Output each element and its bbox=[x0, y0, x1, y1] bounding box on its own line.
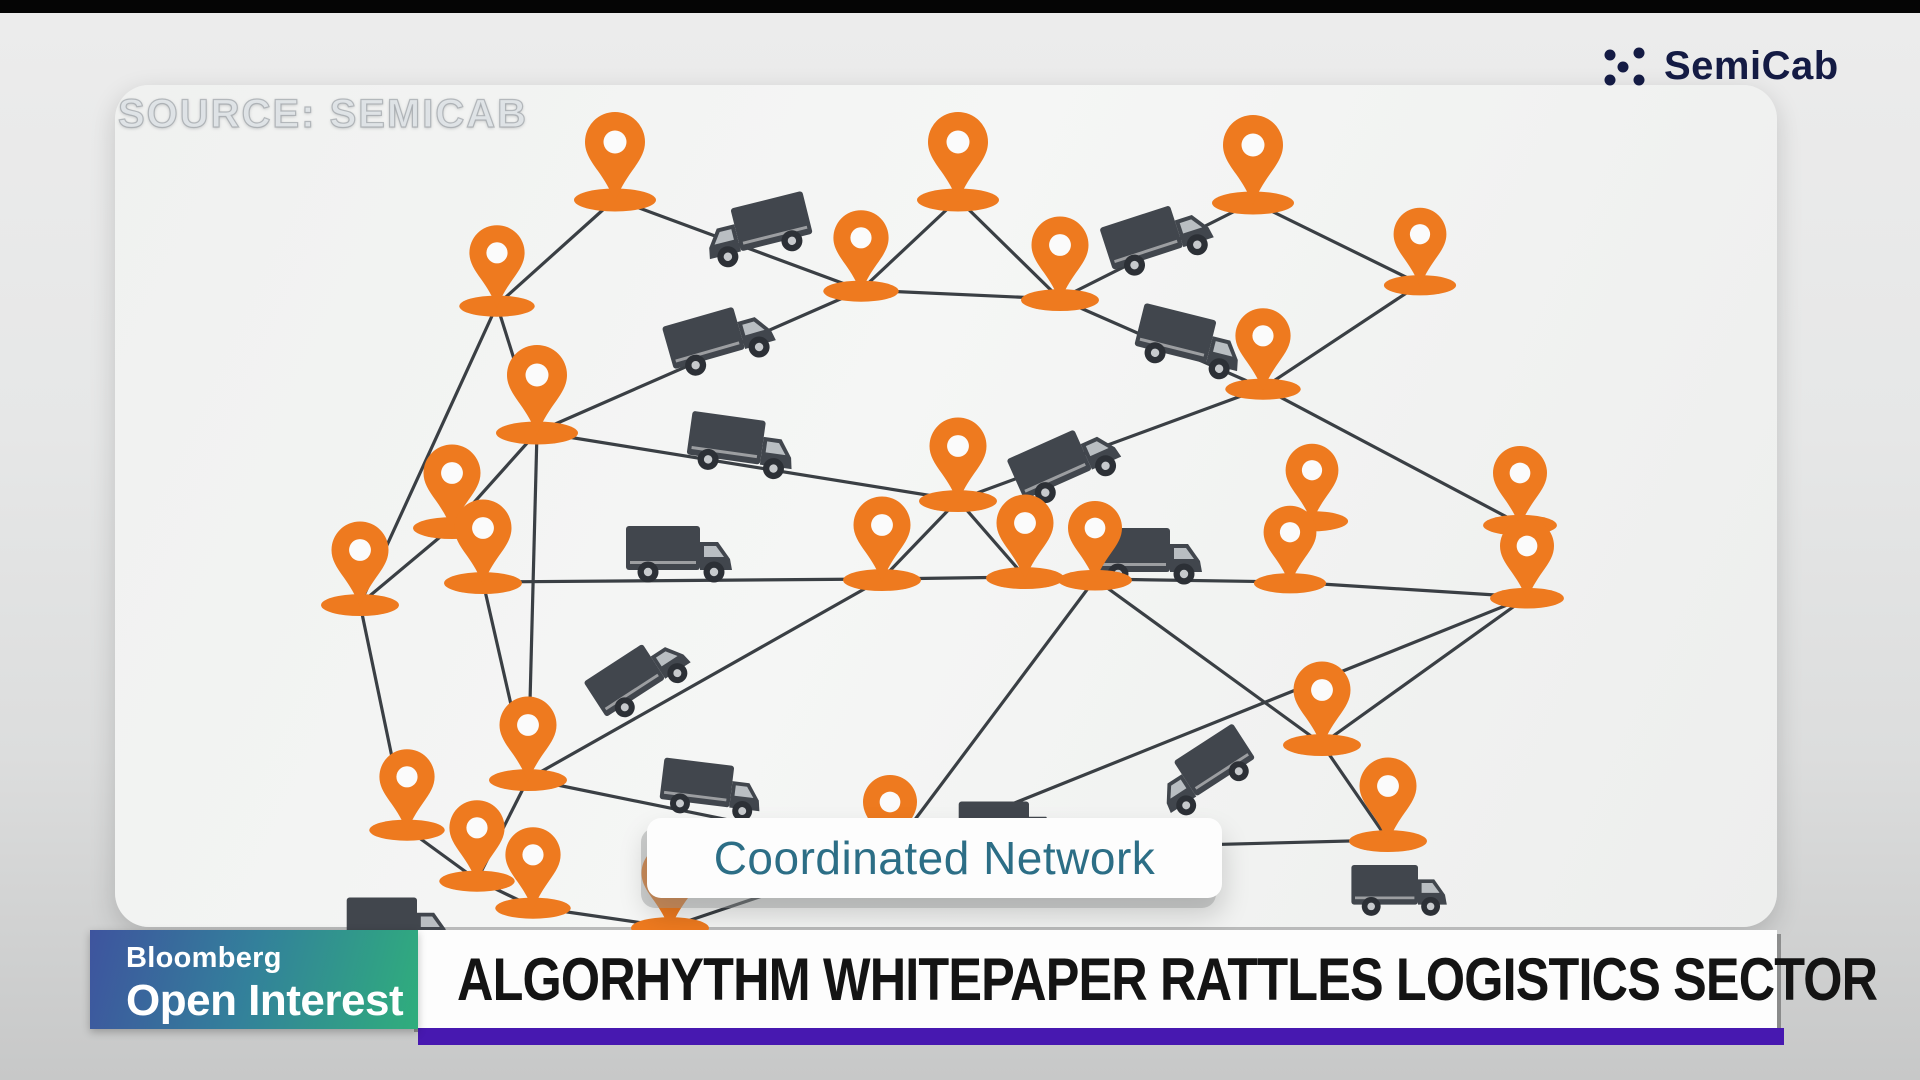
map-pin bbox=[496, 345, 578, 445]
route-line bbox=[956, 498, 1027, 579]
truck-icon bbox=[1166, 724, 1255, 816]
map-pin bbox=[1212, 115, 1294, 215]
route-line bbox=[1094, 577, 1323, 746]
semicab-wordmark: SemiCab bbox=[1664, 44, 1839, 88]
route-line bbox=[880, 498, 960, 581]
map-pin bbox=[1021, 216, 1099, 312]
truck-icon bbox=[659, 757, 760, 821]
route-line bbox=[888, 578, 1097, 854]
top-black-bar bbox=[0, 0, 1920, 13]
diagram-caption: Coordinated Network bbox=[647, 818, 1222, 898]
route-line bbox=[1321, 595, 1528, 746]
map-pin bbox=[1490, 519, 1564, 609]
route-line bbox=[1262, 386, 1521, 526]
source-attribution: SOURCE: SEMICAB bbox=[117, 91, 529, 136]
map-pin bbox=[321, 521, 399, 617]
bloomberg-show-badge: Bloomberg Open Interest bbox=[90, 930, 418, 1029]
map-pin bbox=[1058, 501, 1132, 591]
map-pin bbox=[444, 499, 522, 595]
semicab-dots-icon bbox=[1604, 47, 1645, 85]
map-pin bbox=[459, 225, 535, 317]
network-name: Bloomberg bbox=[126, 942, 282, 974]
route-line bbox=[1320, 743, 1390, 841]
map-pin bbox=[823, 210, 899, 302]
route-line bbox=[956, 197, 1062, 301]
map-pin bbox=[574, 112, 656, 212]
truck-icon bbox=[584, 644, 691, 718]
map-pin bbox=[439, 800, 515, 892]
route-line bbox=[527, 577, 883, 781]
route-line bbox=[536, 430, 959, 502]
map-pin bbox=[495, 827, 571, 919]
map-pin bbox=[1383, 207, 1457, 296]
semicab-logo: SemiCab bbox=[1602, 44, 1839, 89]
truck-icon bbox=[662, 307, 776, 376]
truck-icon bbox=[626, 526, 732, 583]
map-pin bbox=[843, 496, 921, 592]
map-pin bbox=[917, 112, 999, 212]
map-pin bbox=[919, 417, 997, 513]
route-line bbox=[482, 577, 883, 584]
truck-icon bbox=[1351, 865, 1447, 916]
route-line bbox=[957, 386, 1264, 502]
route-line bbox=[1289, 580, 1528, 599]
route-line bbox=[1262, 282, 1421, 390]
map-pins bbox=[321, 112, 1564, 940]
map-pin bbox=[1253, 505, 1327, 594]
lower-third-banner: ALGORHYTHM WHITEPAPER RATTLES LOGISTICS … bbox=[410, 930, 1878, 1028]
banner-accent-bar bbox=[418, 1028, 1784, 1045]
route-line bbox=[495, 197, 617, 307]
map-pin bbox=[1283, 661, 1361, 757]
map-pin bbox=[986, 494, 1064, 590]
truck-icon bbox=[1007, 430, 1122, 504]
truck-icon bbox=[709, 191, 813, 268]
show-name: Open Interest bbox=[126, 976, 404, 1025]
route-line bbox=[859, 197, 960, 292]
truck-icon bbox=[1100, 206, 1214, 276]
route-line bbox=[358, 525, 454, 606]
route-line bbox=[1252, 200, 1421, 286]
truck-icon bbox=[1134, 303, 1238, 380]
map-pin bbox=[489, 696, 567, 792]
map-pin bbox=[1349, 757, 1427, 853]
map-pin bbox=[1225, 308, 1301, 400]
truck-icon bbox=[686, 411, 792, 480]
map-pin bbox=[369, 749, 445, 841]
headline: ALGORHYTHM WHITEPAPER RATTLES LOGISTICS … bbox=[457, 945, 1878, 1013]
